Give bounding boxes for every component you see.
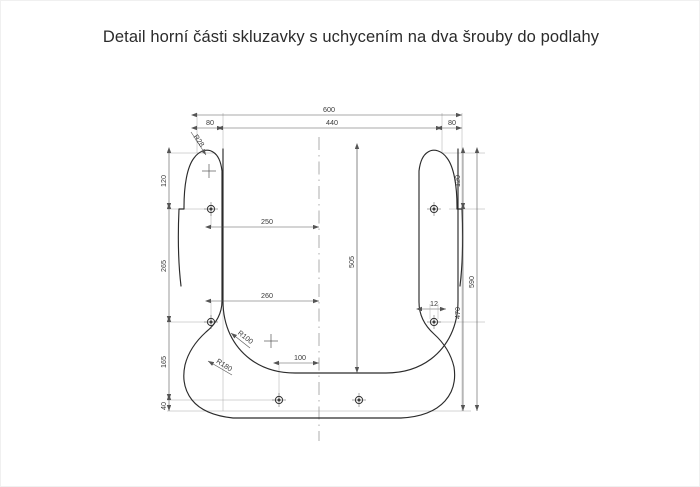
dimension-left-165: 165 [159, 316, 172, 400]
dimension-top-group: 600 440 80 80 [191, 105, 462, 131]
hole-mid-left [204, 315, 218, 329]
hole-mid-right [427, 315, 441, 329]
dimension-590: 590 [467, 147, 480, 411]
dimension-right-chain: 120 470 590 [453, 147, 480, 411]
dimension-590-label: 590 [467, 276, 476, 288]
dimension-505-label: 505 [347, 256, 356, 268]
dimension-left-40-label: 40 [159, 402, 168, 410]
cross-top-left-tab [202, 164, 216, 178]
dimension-left-165-label: 165 [159, 356, 168, 368]
dimension-600: 600 [191, 105, 462, 118]
dimension-250: 250 [205, 217, 319, 230]
dimension-600-label: 600 [323, 105, 335, 114]
dimension-horizontal-group: 250 260 100 [205, 217, 319, 366]
dimension-right-470-label: 470 [453, 307, 462, 319]
dimension-440-label: 440 [326, 118, 338, 127]
radius-R100: R100 [230, 328, 255, 349]
radius-R180: R180 [207, 356, 234, 376]
dimension-left-chain: 120 265 165 40 [159, 147, 172, 411]
page-title: Detail horní části skluzavky s uchycením… [102, 28, 600, 46]
extension-lines [167, 113, 485, 412]
hole-bottom-left [272, 393, 286, 407]
dimension-left-265-label: 265 [159, 260, 168, 272]
dimension-right-470: 470 [453, 203, 466, 411]
dimension-505: 505 [347, 143, 360, 373]
dimension-left-120: 120 [159, 147, 172, 209]
dimension-80-left-label: 80 [206, 118, 214, 127]
dimension-right-120-label: 120 [453, 175, 462, 187]
part-outline [177, 148, 464, 419]
centre-cross-marks [202, 164, 278, 348]
hole-upper-left [204, 202, 218, 216]
dimension-right-120: 120 [453, 147, 466, 209]
dimension-hole-diameter: 12 [416, 299, 446, 319]
dimension-100: 100 [273, 353, 319, 366]
dimension-left-265: 265 [159, 203, 172, 322]
dimension-left-40: 40 [159, 394, 172, 411]
dimension-440: 440 [217, 118, 442, 131]
radius-R28-label: R28 [192, 133, 207, 149]
radius-R28: R28 [190, 131, 207, 156]
dimension-260: 260 [205, 291, 319, 304]
dimension-250-label: 250 [261, 217, 273, 226]
dimension-left-120-label: 120 [159, 175, 168, 187]
hole-bottom-right [352, 393, 366, 407]
dimension-100-label: 100 [294, 353, 306, 362]
dimension-12-label: 12 [430, 299, 438, 308]
cross-radius-centre [264, 334, 278, 348]
dimension-80-left: 80 [191, 118, 223, 131]
fixing-holes [204, 202, 441, 407]
dimension-80-right-label: 80 [448, 118, 456, 127]
radius-R100-label: R100 [236, 328, 255, 346]
dimension-80-right: 80 [436, 118, 462, 131]
dimension-260-label: 260 [261, 291, 273, 300]
hole-upper-right [427, 202, 441, 216]
